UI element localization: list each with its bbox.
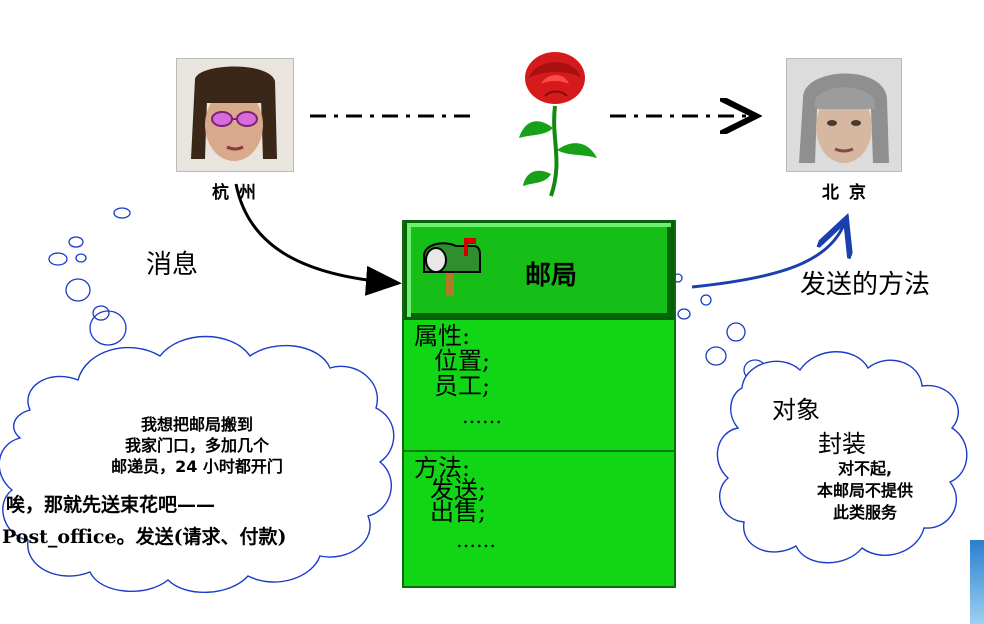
method-label: 发送的方法 [800, 270, 931, 300]
sender-city-label: 杭 州 [212, 183, 258, 203]
speech-line-2: Post_office。发送(请求、付款) [2, 526, 287, 548]
message-label: 消息 [146, 250, 199, 280]
thought-line: 邮递员，24 小时都开门 [111, 457, 283, 476]
sender-portrait [176, 58, 294, 172]
method-item: 发送; [430, 476, 487, 504]
receiver-city-label: 北 京 [822, 183, 868, 203]
attributes-ellipsis: …… [462, 404, 502, 428]
object-title: 邮局 [525, 261, 578, 291]
message-arrow [234, 183, 402, 296]
thought-line: 我家门口，多加几个 [124, 436, 269, 455]
mailbox-icon [423, 238, 481, 296]
corner-decoration [970, 540, 984, 624]
right-cloud-outline [716, 351, 968, 564]
attributes-heading: 属性: [414, 322, 471, 350]
thought-line: 我想把邮局搬到 [140, 415, 253, 434]
receiver-portrait [786, 58, 902, 172]
method-arrow [691, 222, 845, 289]
rose-icon [519, 52, 597, 197]
reply-line: 对不起, [837, 459, 893, 478]
right-thought-bubbles [673, 273, 767, 381]
left-cloud-outline [0, 335, 395, 593]
concept-object: 对象 [772, 396, 820, 424]
methods-ellipsis: …… [456, 528, 496, 552]
section-divider [404, 450, 674, 452]
reply-line: 本邮局不提供 [816, 481, 913, 500]
attribute-item: 位置; [434, 347, 491, 375]
speech-line-1: 唉，那就先送束花吧—— [6, 494, 216, 516]
reply-line: 此类服务 [832, 503, 897, 522]
concept-encapsulation: 封装 [818, 430, 866, 458]
methods-heading: 方法: [414, 454, 471, 482]
method-item: 出售; [430, 498, 487, 526]
attribute-item: 员工; [434, 372, 491, 400]
left-thought-bubbles [48, 207, 131, 346]
